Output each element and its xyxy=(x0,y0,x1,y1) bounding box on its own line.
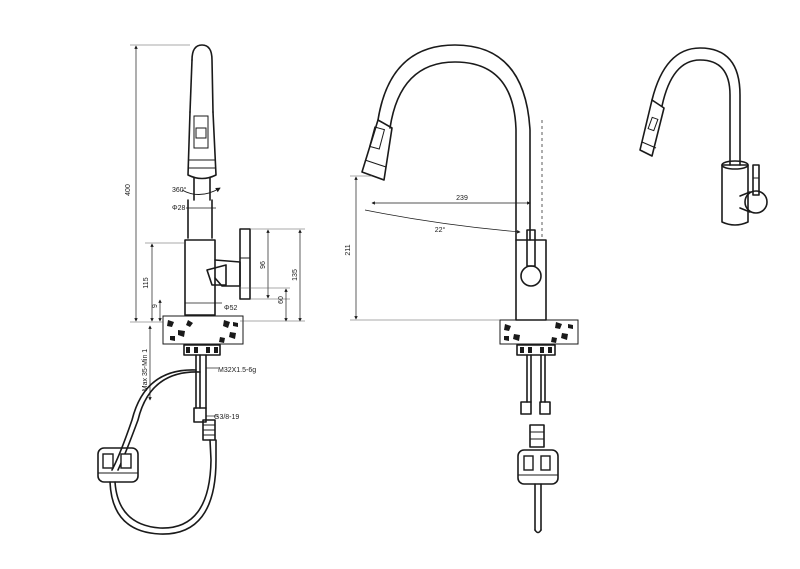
dim-115-label: 115 xyxy=(143,277,150,288)
side-view: 400 115 9 Max 35-Min 1 360° Φ28 Φ52 96 1… xyxy=(97,44,305,535)
dim-9-label: 9 xyxy=(152,304,159,308)
height-400-label: 400 xyxy=(125,184,132,196)
dim-96-label: 96 xyxy=(260,261,267,269)
height-211-label: 211 xyxy=(345,244,352,255)
perspective-view xyxy=(639,47,768,226)
angle-22-label: 22° xyxy=(435,226,446,234)
hose-thread-label: G3/8-19 xyxy=(214,414,239,421)
body-dia-label: Φ52 xyxy=(224,305,237,312)
spout-dia-label: Φ28 xyxy=(172,205,185,212)
max-min-label: Max 35-Min 1 xyxy=(142,349,149,392)
dim-60-label: 60 xyxy=(278,296,285,304)
reach-239-label: 239 xyxy=(456,195,468,202)
dim-135-label: 135 xyxy=(292,269,299,281)
thread-label: M32X1.5-6g xyxy=(218,367,256,374)
front-view: 211 239 22° xyxy=(345,44,579,534)
swivel-360-label: 360° xyxy=(172,186,187,194)
